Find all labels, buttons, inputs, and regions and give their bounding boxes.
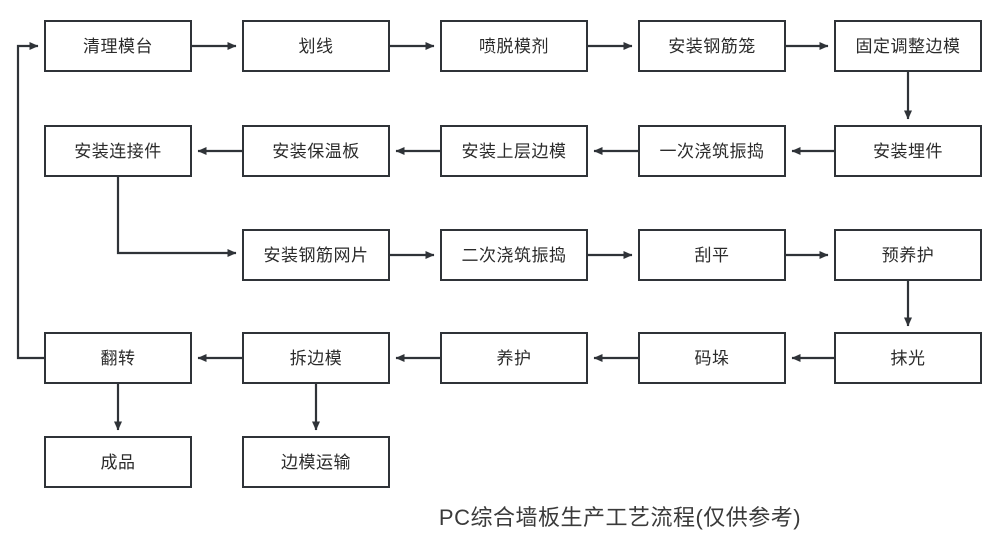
edge-n19-n1-feedback	[16, 42, 44, 360]
node-yuyanghu[interactable]: 预养护	[834, 229, 982, 281]
node-anzhuang-gangjinlong[interactable]: 安装钢筋笼	[638, 20, 786, 72]
diagram-title: PC综合墙板生产工艺流程(仅供参考)	[438, 505, 802, 530]
node-label: 固定调整边模	[855, 36, 961, 56]
node-label: 安装埋件	[873, 141, 943, 161]
node-anzhuang-gangjin-wangpian[interactable]: 安装钢筋网片	[242, 229, 390, 281]
node-chai-bianmo[interactable]: 拆边模	[242, 332, 390, 384]
node-maduo[interactable]: 码垛	[638, 332, 786, 384]
node-label: 安装钢筋笼	[668, 36, 756, 56]
node-label: 二次浇筑振捣	[461, 245, 567, 265]
node-guding-tiaozheng-bianmo[interactable]: 固定调整边模	[834, 20, 982, 72]
node-label: 安装上层边模	[461, 141, 567, 161]
node-yanghu[interactable]: 养护	[440, 332, 588, 384]
node-huaxian[interactable]: 划线	[242, 20, 390, 72]
node-label: 成品	[100, 452, 136, 472]
node-yici-jiaozhu-zhendao[interactable]: 一次浇筑振捣	[638, 125, 786, 177]
node-moguang[interactable]: 抹光	[834, 332, 982, 384]
node-label: 安装钢筋网片	[263, 245, 369, 265]
node-fanzhuan[interactable]: 翻转	[44, 332, 192, 384]
node-label: 拆边模	[289, 348, 343, 368]
node-anzhuang-lianjiejian[interactable]: 安装连接件	[44, 125, 192, 177]
node-label: 刮平	[694, 245, 730, 265]
node-pen-tuomoji[interactable]: 喷脱模剂	[440, 20, 588, 72]
node-bianmo-yunshu[interactable]: 边模运输	[242, 436, 390, 488]
node-label: 边模运输	[281, 452, 351, 472]
node-anzhuang-baowenban[interactable]: 安装保温板	[242, 125, 390, 177]
node-guaping[interactable]: 刮平	[638, 229, 786, 281]
node-label: 码垛	[694, 348, 730, 368]
node-label: 安装保温板	[272, 141, 360, 161]
node-qingli-motai[interactable]: 清理模台	[44, 20, 192, 72]
node-label: 清理模台	[83, 36, 153, 56]
node-anzhuang-maijian[interactable]: 安装埋件	[834, 125, 982, 177]
node-label: 抹光	[890, 348, 926, 368]
node-anzhuang-shangceng-bianmo[interactable]: 安装上层边模	[440, 125, 588, 177]
node-label: 养护	[496, 348, 532, 368]
node-label: 一次浇筑振捣	[659, 141, 765, 161]
node-label: 翻转	[100, 348, 136, 368]
node-label: 划线	[298, 36, 334, 56]
node-label: 安装连接件	[74, 141, 162, 161]
edge-n10-n11	[116, 177, 237, 257]
node-chengpin[interactable]: 成品	[44, 436, 192, 488]
node-label: 预养护	[881, 245, 935, 265]
node-erci-jiaozhu-zhendao[interactable]: 二次浇筑振捣	[440, 229, 588, 281]
node-label: 喷脱模剂	[479, 36, 549, 56]
